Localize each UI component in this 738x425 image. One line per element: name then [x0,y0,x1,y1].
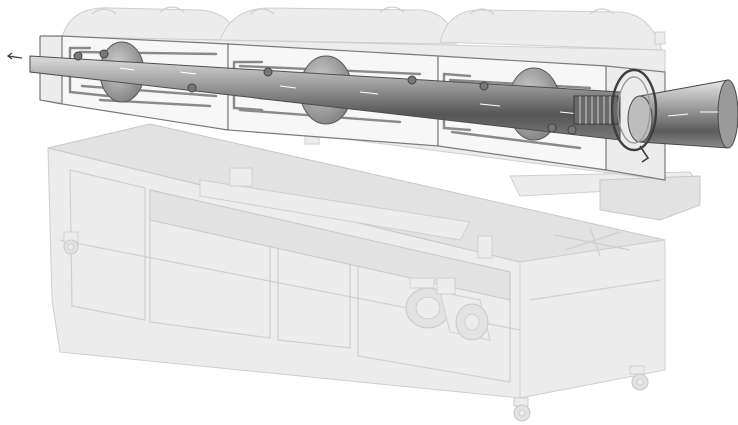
entry-pipe [627,79,738,149]
caster-wheel [63,231,79,255]
machine-base [47,123,701,399]
wheels [63,231,649,422]
caster-wheel [513,397,531,422]
exit-pipe-arrow [7,52,23,60]
clamp-ring [610,68,658,163]
support-rollers [73,49,577,135]
tank-covers [61,6,666,51]
caster-wheel [629,365,649,391]
pump-motor-assembly [405,235,493,341]
